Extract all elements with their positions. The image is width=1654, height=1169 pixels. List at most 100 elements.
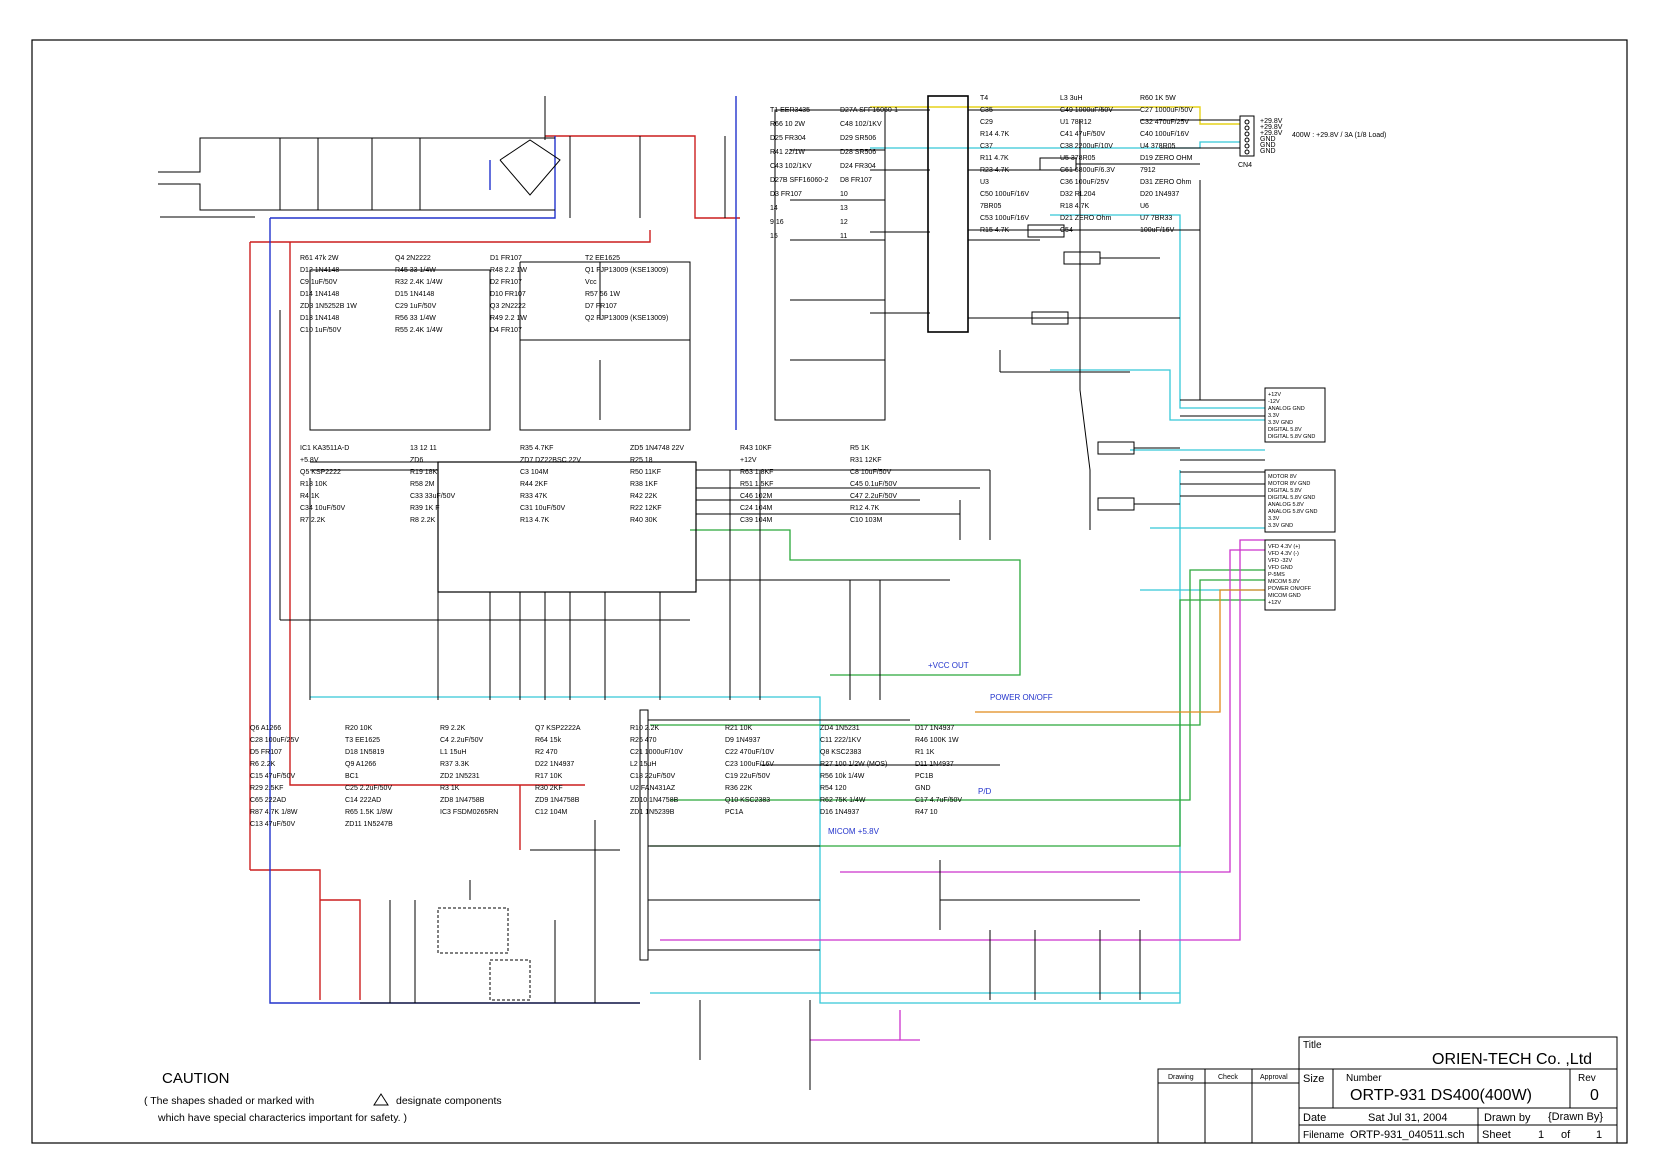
component-label: R5 1K bbox=[850, 445, 870, 452]
component-label: C24 104M bbox=[740, 505, 772, 512]
net-green bbox=[650, 529, 1265, 847]
component-label: 11 bbox=[840, 233, 847, 240]
component-label: C31 10uF/50V bbox=[520, 505, 565, 512]
cn4-pin-labels: +29.8V +29.8V +29.8V GND GND GND bbox=[1260, 118, 1283, 155]
component-label: 100uF/16V bbox=[1140, 227, 1175, 234]
component-label: ZD1 1N5239B bbox=[630, 809, 675, 816]
component-label: C39 104M bbox=[740, 517, 772, 524]
component-label: C35 bbox=[980, 107, 993, 114]
approval-header-drawing: Drawing bbox=[1168, 1074, 1194, 1081]
component-label: C29 bbox=[980, 119, 993, 126]
black-wiring bbox=[158, 95, 1265, 1090]
component-label: R17 10K bbox=[535, 773, 563, 780]
title-label: Title bbox=[1303, 1040, 1322, 1051]
component-label: R21 10K bbox=[725, 725, 753, 732]
component-label: C48 102/1KV bbox=[840, 121, 882, 128]
component-label: U7 7BR33 bbox=[1140, 215, 1172, 222]
component-label: R15 4.7K bbox=[980, 227, 1010, 234]
cn-c-pin-label: P-5MS bbox=[1268, 572, 1285, 578]
component-label: D28 SR506 bbox=[840, 149, 876, 156]
component-label: R14 4.7K bbox=[980, 131, 1010, 138]
component-label: L1 15uH bbox=[440, 749, 466, 756]
component-label: R48 2.2 1W bbox=[490, 267, 527, 274]
component-label: R60 1K 5W bbox=[1140, 95, 1176, 102]
svg-text:CN4: CN4 bbox=[1238, 162, 1252, 169]
connector-b bbox=[1264, 469, 1336, 533]
component-label: C23 100uF/16V bbox=[725, 761, 774, 768]
cn-b-pin-label: MOTOR 8V bbox=[1268, 474, 1297, 480]
component-label: R46 100K 1W bbox=[915, 737, 959, 744]
component-label: ZD8 1N4758B bbox=[440, 797, 485, 804]
component-label: R65 1.5K 1/8W bbox=[345, 809, 393, 816]
component-label: ZD5 1N4748 22V bbox=[630, 445, 684, 452]
cn4-pin-label: +29.8V bbox=[1260, 124, 1283, 131]
cn-b-pin-label: ANALOG 5.8V GND bbox=[1268, 509, 1318, 515]
size-label: Size bbox=[1303, 1073, 1324, 1085]
component-label: R44 2KF bbox=[520, 481, 548, 488]
component-label: D9 1N4937 bbox=[725, 737, 761, 744]
micom-annotation: MICOM +5.8V bbox=[828, 827, 880, 836]
component-label: R42 22K bbox=[630, 493, 658, 500]
caution-note-line1-end: designate components bbox=[396, 1095, 502, 1107]
component-label: R7 2.2K bbox=[300, 517, 326, 524]
component-label: D16 1N4937 bbox=[820, 809, 859, 816]
component-label: 13 12 11 bbox=[410, 445, 437, 452]
approval-header-check: Check bbox=[1218, 1074, 1238, 1081]
component-label: C33 33uF/50V bbox=[410, 493, 455, 500]
cn-c-pin-labels: VFD 4.3V (+) VFD 4.3V (-) VFD -32V VFD G… bbox=[1268, 544, 1312, 606]
component-label: R58 2M bbox=[410, 481, 435, 488]
component-label: R57 56 1W bbox=[585, 291, 620, 298]
component-label: ZD9 1N4758B bbox=[535, 797, 580, 804]
component-label: R38 1KF bbox=[630, 481, 658, 488]
component-label: R49 2.2 1W bbox=[490, 315, 527, 322]
component-label: C17 4.7uF/50V bbox=[915, 797, 962, 804]
cn-a-pin-label: ANALOG GND bbox=[1268, 406, 1305, 412]
net-red bbox=[249, 135, 740, 1000]
caution-note-line1: ( The shapes shaded or marked with bbox=[144, 1095, 314, 1107]
cn-a-pin-label: +12V bbox=[1268, 392, 1281, 398]
component-label: D11 1N4937 bbox=[915, 761, 954, 768]
component-label: R31 12KF bbox=[850, 457, 882, 464]
component-label: R56 10k 1/4W bbox=[820, 773, 865, 780]
cn-a-pin-label: DIGITAL 5.8V bbox=[1268, 427, 1302, 433]
component-label: Q5 KSP2222 bbox=[300, 469, 341, 476]
drawn-by-value: {Drawn By} bbox=[1548, 1111, 1603, 1123]
cn-a-pin-label: 3.3V GND bbox=[1268, 420, 1293, 426]
component-label: ZD4 1N5231 bbox=[820, 725, 860, 732]
component-label: C22 470uF/10V bbox=[725, 749, 774, 756]
cn-b-pin-label: ANALOG 5.8V bbox=[1268, 502, 1304, 508]
component-label: D19 ZERO OHM bbox=[1140, 155, 1193, 162]
net-blue bbox=[269, 96, 737, 1004]
component-label: R9 2.2K bbox=[440, 725, 466, 732]
component-label: C12 104M bbox=[535, 809, 567, 816]
cn-c-pin-label: VFD -32V bbox=[1268, 558, 1292, 564]
drawing-number: ORTP-931 DS400(400W) bbox=[1350, 1087, 1532, 1104]
component-label: R26 470 bbox=[630, 737, 657, 744]
cn4-pin-label: GND bbox=[1260, 148, 1276, 155]
component-label: C40 100uF/16V bbox=[1140, 131, 1189, 138]
component-label: ZD11 1N5247B bbox=[345, 821, 393, 828]
approval-header-approval: Approval bbox=[1260, 1074, 1288, 1081]
component-label: IC3 FSDM0265RN bbox=[440, 809, 498, 816]
component-label: C54 bbox=[1060, 227, 1073, 234]
cn-c-pin-label: VFD 4.3V (+) bbox=[1268, 544, 1300, 550]
component-label: 7BR05 bbox=[980, 203, 1002, 210]
component-label: R45 33 1/4W bbox=[395, 267, 436, 274]
number-label: Number bbox=[1346, 1073, 1382, 1084]
sheet-label: Sheet bbox=[1482, 1129, 1511, 1141]
component-label: C53 100uF/16V bbox=[980, 215, 1029, 222]
component-label: D31 ZERO Ohm bbox=[1140, 179, 1192, 186]
component-label: T1 EER3435 bbox=[770, 107, 810, 114]
component-label: C65 222AD bbox=[250, 797, 286, 804]
component-label: 9,16 bbox=[770, 219, 784, 226]
vcc-out-annotation: +VCC OUT bbox=[928, 661, 969, 670]
component-label: R37 3.3K bbox=[440, 761, 470, 768]
component-label: R1 1K bbox=[915, 749, 935, 756]
component-label: T2 EE1625 bbox=[585, 255, 620, 262]
of-label: of bbox=[1561, 1129, 1571, 1141]
component-label: D13 1N4148 bbox=[300, 315, 339, 322]
component-label: D22 1N4937 bbox=[535, 761, 574, 768]
cn4-pin-label: GND bbox=[1260, 142, 1276, 149]
company-name: ORIEN-TECH Co. ,Ltd bbox=[1432, 1051, 1592, 1068]
